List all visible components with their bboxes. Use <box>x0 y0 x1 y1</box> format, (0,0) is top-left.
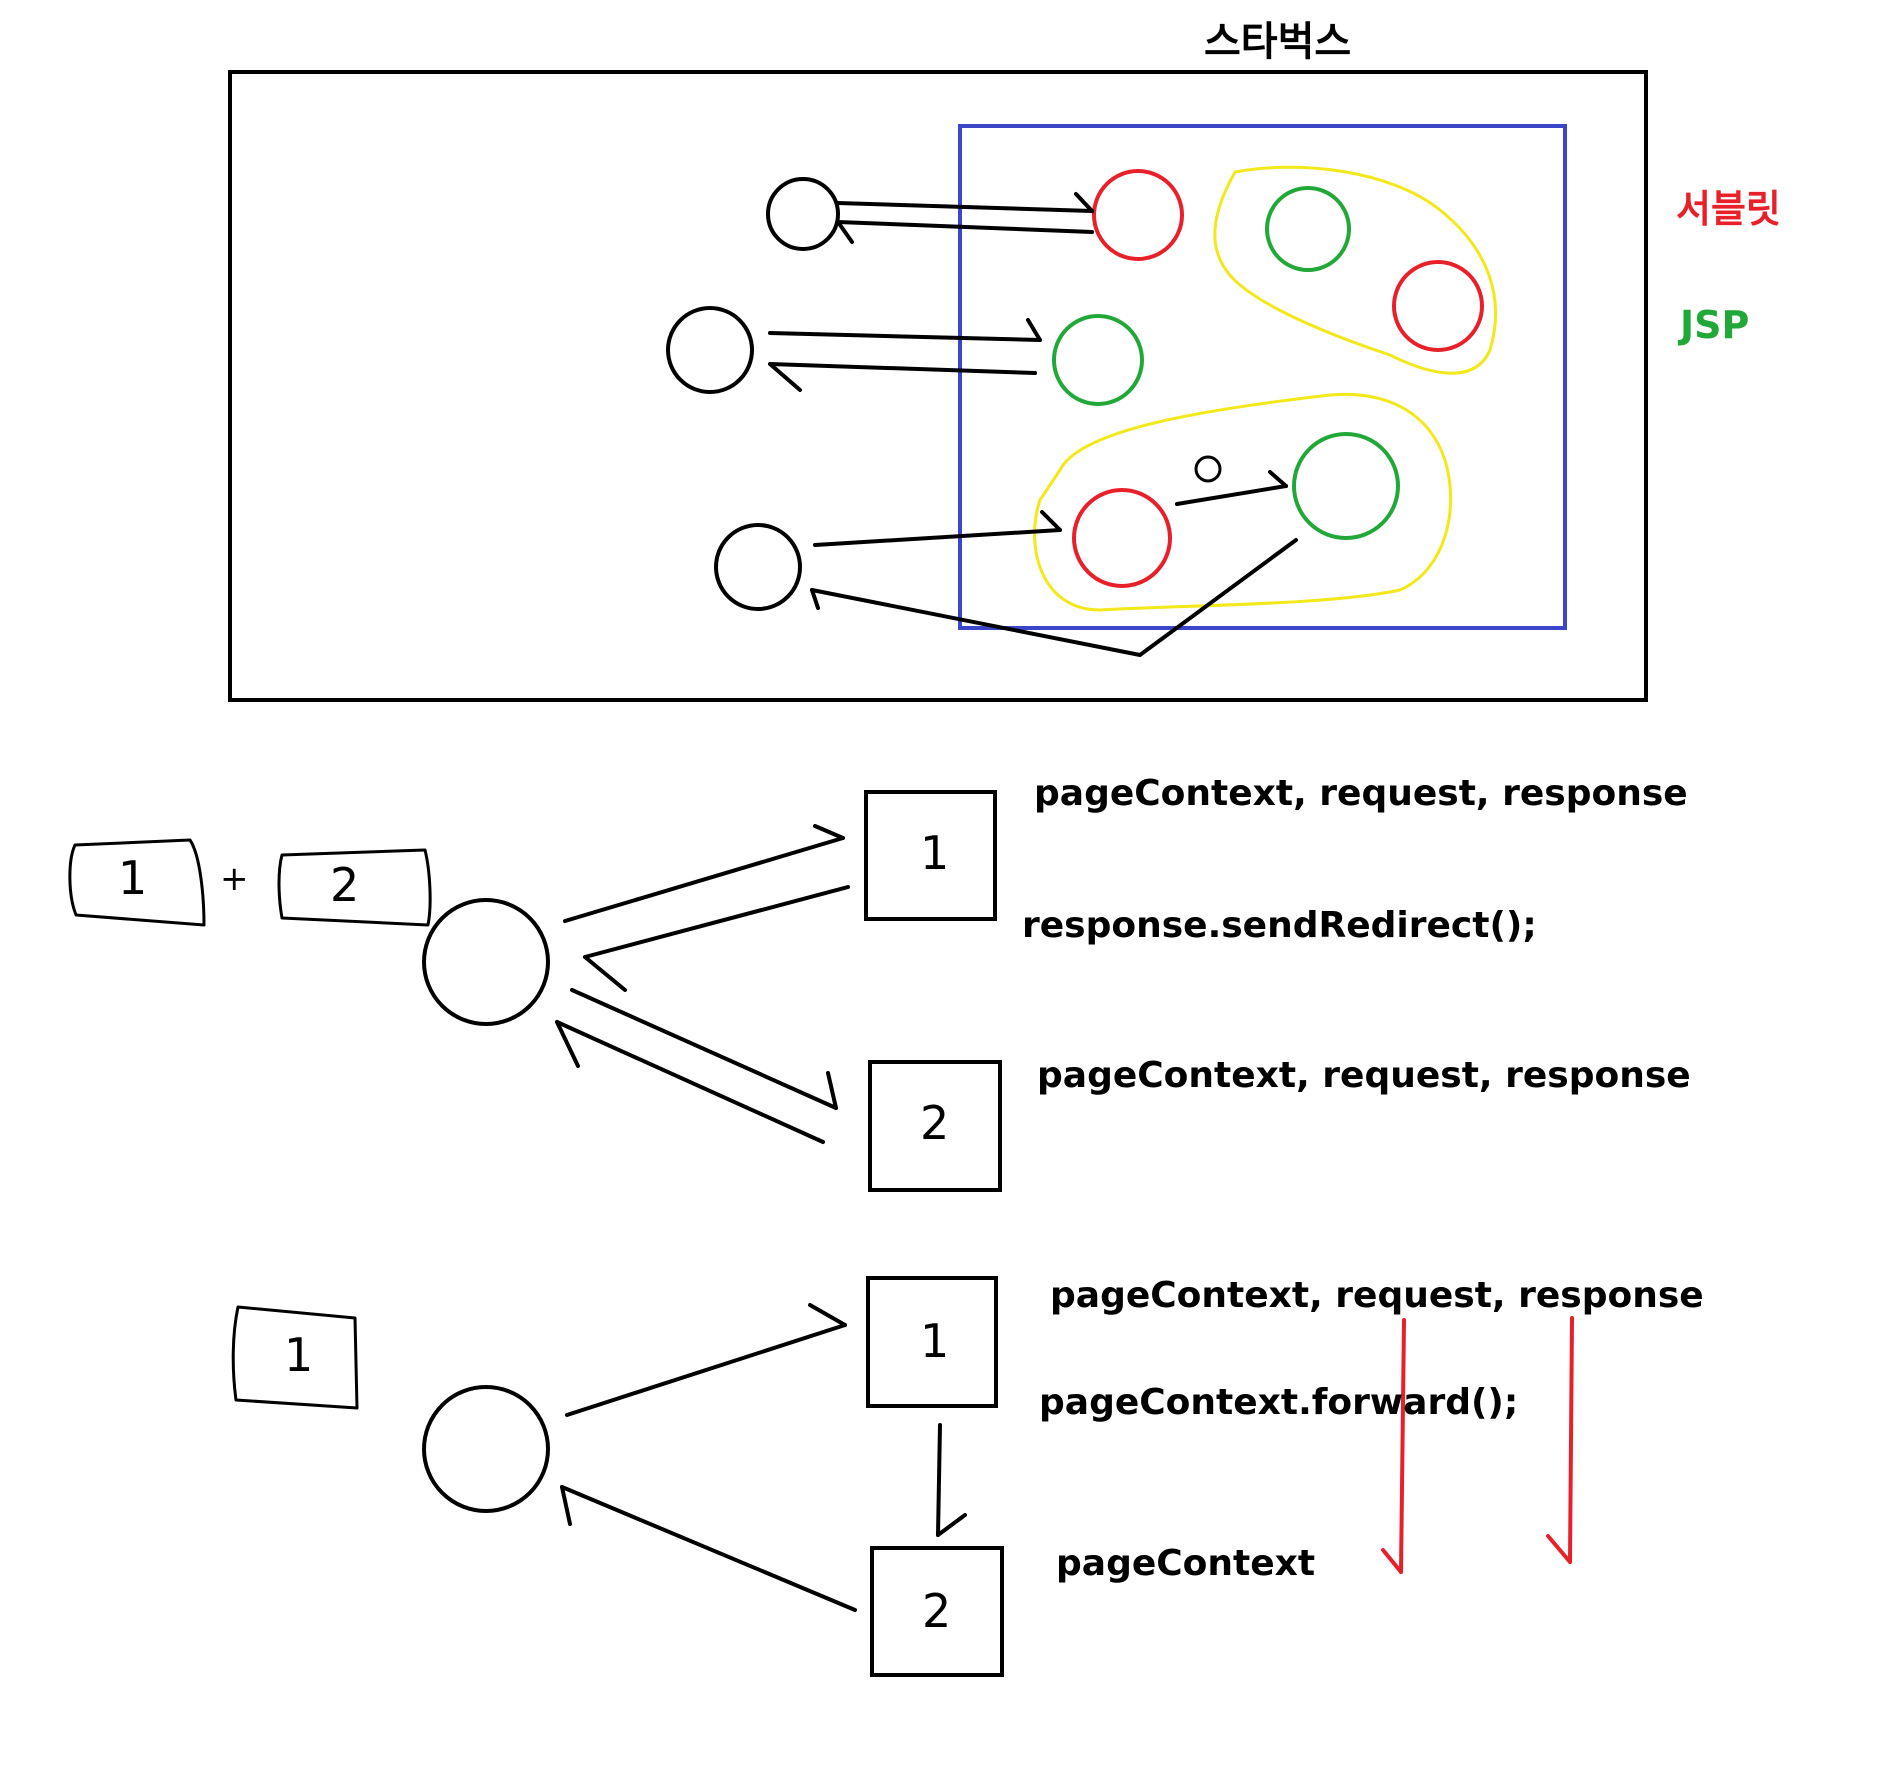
page-number-1: 1 <box>920 826 950 880</box>
diagram-title: 스타벅스 <box>1204 19 1352 65</box>
servlet-circle <box>1072 488 1172 588</box>
page-number-2: 2 <box>920 1096 950 1150</box>
forward-page1-objects: pageContext, request, response <box>1050 1275 1704 1316</box>
jsp-circle <box>1292 432 1400 540</box>
small-circle <box>1194 455 1222 483</box>
legend-servlet: 서블릿 <box>1676 187 1781 231</box>
page-box-1 <box>866 1276 998 1408</box>
arrows-redirect <box>555 824 850 1144</box>
note-page-1: 1 <box>118 851 148 905</box>
client-circle <box>714 523 802 611</box>
jsp-circle <box>1052 314 1144 406</box>
client-circle <box>666 306 754 394</box>
request-note-boxes <box>68 838 432 927</box>
page-box-2 <box>868 1060 1002 1192</box>
group-outline-upper <box>1213 165 1498 375</box>
page-box-1 <box>864 790 997 921</box>
forward-page2-objects: pageContext <box>1056 1543 1316 1584</box>
servlet-circle <box>1092 169 1184 261</box>
note-page-2: 2 <box>330 858 360 912</box>
page-number-2: 2 <box>922 1584 952 1638</box>
arrows-top <box>768 192 1298 657</box>
client-circle <box>422 1385 550 1513</box>
legend-jsp: JSP <box>1680 303 1750 347</box>
page-box-2 <box>870 1546 1004 1677</box>
forward-call: pageContext.forward(); <box>1039 1382 1519 1423</box>
servlet-container-box <box>958 124 1567 630</box>
note-page-1: 1 <box>284 1328 314 1382</box>
redirect-call: response.sendRedirect(); <box>1022 905 1537 946</box>
client-circle <box>422 898 550 1026</box>
jsp-circle <box>1265 186 1351 272</box>
group-outline-lower <box>1033 392 1453 612</box>
request-note-box <box>231 1305 359 1410</box>
redirect-page2-objects: pageContext, request, response <box>1037 1055 1691 1096</box>
red-arrows <box>1381 1316 1574 1574</box>
arrows-forward <box>560 1303 967 1612</box>
redirect-page1-objects: pageContext, request, response <box>1034 773 1688 814</box>
note-plus: + <box>220 859 249 899</box>
page-number-1: 1 <box>920 1314 950 1368</box>
servlet-circle <box>1392 260 1484 352</box>
server-box <box>228 70 1648 702</box>
client-circle <box>766 177 840 251</box>
